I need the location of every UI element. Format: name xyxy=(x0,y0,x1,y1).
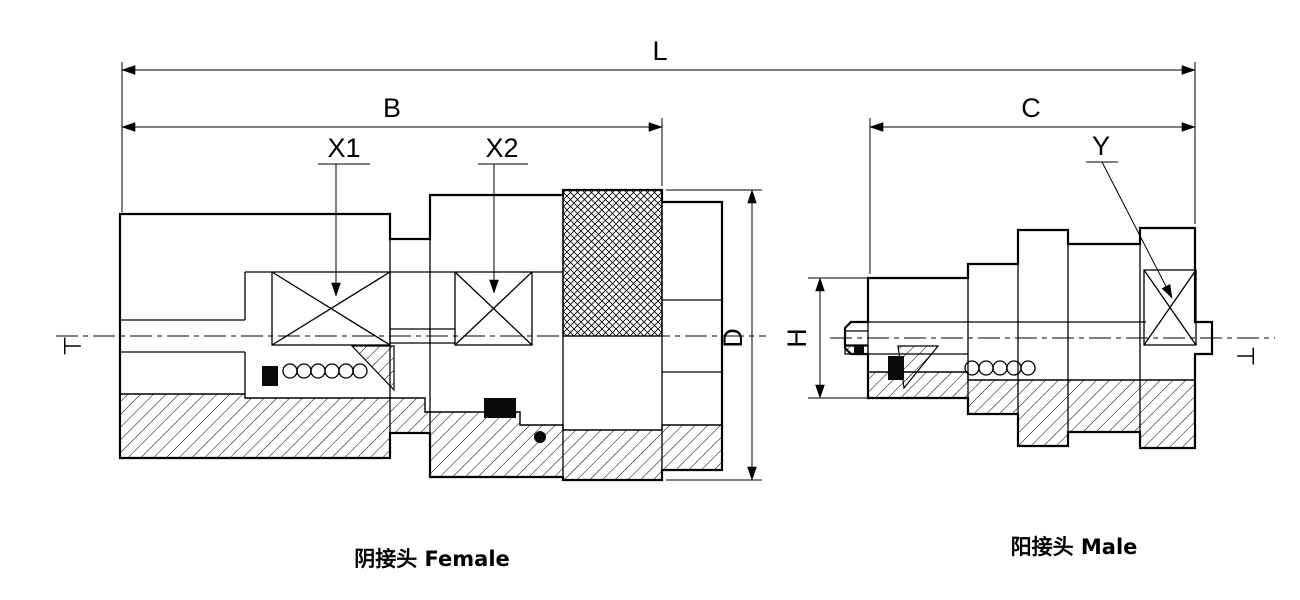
dimension-C-group: C xyxy=(869,93,1196,274)
leader-Y-group: Y xyxy=(1086,131,1173,299)
male-spring xyxy=(964,360,1036,376)
female-spring xyxy=(282,363,368,379)
female-valve-cone-1 xyxy=(271,271,391,346)
male-seal-block xyxy=(888,356,904,380)
dim-label-C: C xyxy=(1021,93,1041,123)
leader-label-X2: X2 xyxy=(485,133,518,163)
female-valve-seat xyxy=(350,345,395,392)
leader-X1-group: X1 xyxy=(318,133,370,297)
caption-female: 阴接头 Female xyxy=(354,547,510,571)
male-coupling-drawing xyxy=(843,226,1214,450)
dim-label-D: D xyxy=(718,328,748,348)
dim-label-L: L xyxy=(652,36,667,66)
dimension-B-group: B xyxy=(121,93,663,186)
leader-label-Y: Y xyxy=(1092,131,1110,161)
male-valve-cone xyxy=(1143,269,1197,346)
dimension-D-group: D xyxy=(666,189,762,481)
dim-label-B: B xyxy=(383,93,401,123)
female-seal-block xyxy=(262,366,278,386)
caption-male: 阳接头 Male xyxy=(1011,535,1138,559)
dimension-L-group: L xyxy=(121,36,1196,224)
datum-symbol-right: ⊥ xyxy=(1232,346,1260,367)
female-oring-seal xyxy=(484,398,516,418)
knurl-texture xyxy=(562,189,663,337)
female-section-hatch xyxy=(119,393,723,481)
dim-label-H: H xyxy=(782,328,812,348)
datum-symbol-left: ⊥ xyxy=(58,336,86,357)
male-nose-seal xyxy=(854,346,864,354)
female-coupling-drawing xyxy=(118,188,724,482)
dimension-H-group: H xyxy=(782,277,876,399)
centerlines xyxy=(56,335,1275,339)
female-seal-ball xyxy=(534,431,546,443)
leader-line-Y xyxy=(1101,161,1173,299)
leader-label-X1: X1 xyxy=(327,133,360,163)
male-section-hatch xyxy=(867,371,1196,449)
leader-X2-group: X2 xyxy=(478,133,528,294)
